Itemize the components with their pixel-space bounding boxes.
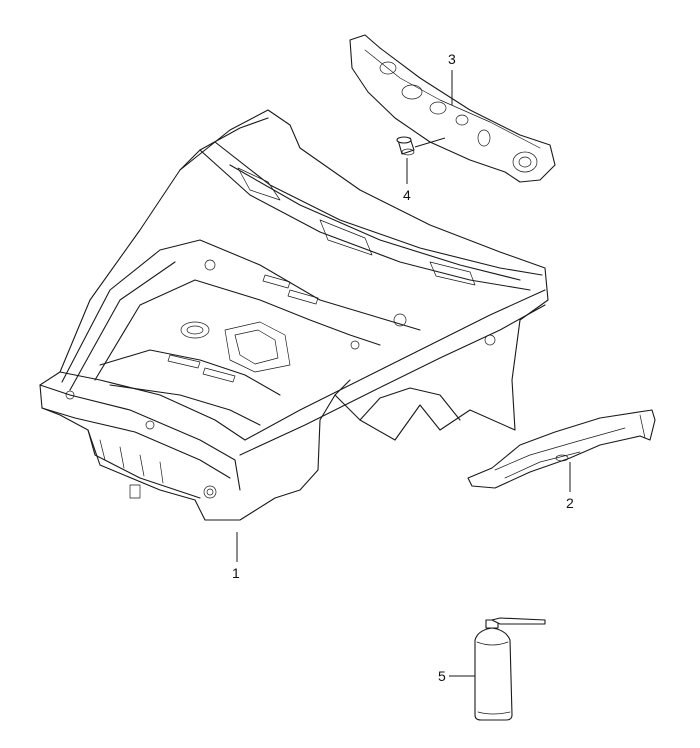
cowl-panel-part[interactable] <box>349 34 556 183</box>
callout-2-label: 2 <box>566 495 574 511</box>
callout-3-label: 3 <box>448 51 456 67</box>
callout-5: 5 <box>438 668 475 684</box>
spray-can-part[interactable] <box>474 617 546 721</box>
grommet-plug-part[interactable] <box>396 136 415 156</box>
side-trim-panel-part[interactable] <box>467 409 656 489</box>
callout-4-label: 4 <box>403 187 411 203</box>
callout-1-label: 1 <box>232 565 240 581</box>
callout-4: 4 <box>403 137 446 203</box>
front-body-structure-part[interactable] <box>39 109 549 521</box>
callout-3: 3 <box>448 51 456 105</box>
callout-5-label: 5 <box>438 668 446 684</box>
callout-1: 1 <box>232 532 240 581</box>
callout-2: 2 <box>566 462 574 511</box>
